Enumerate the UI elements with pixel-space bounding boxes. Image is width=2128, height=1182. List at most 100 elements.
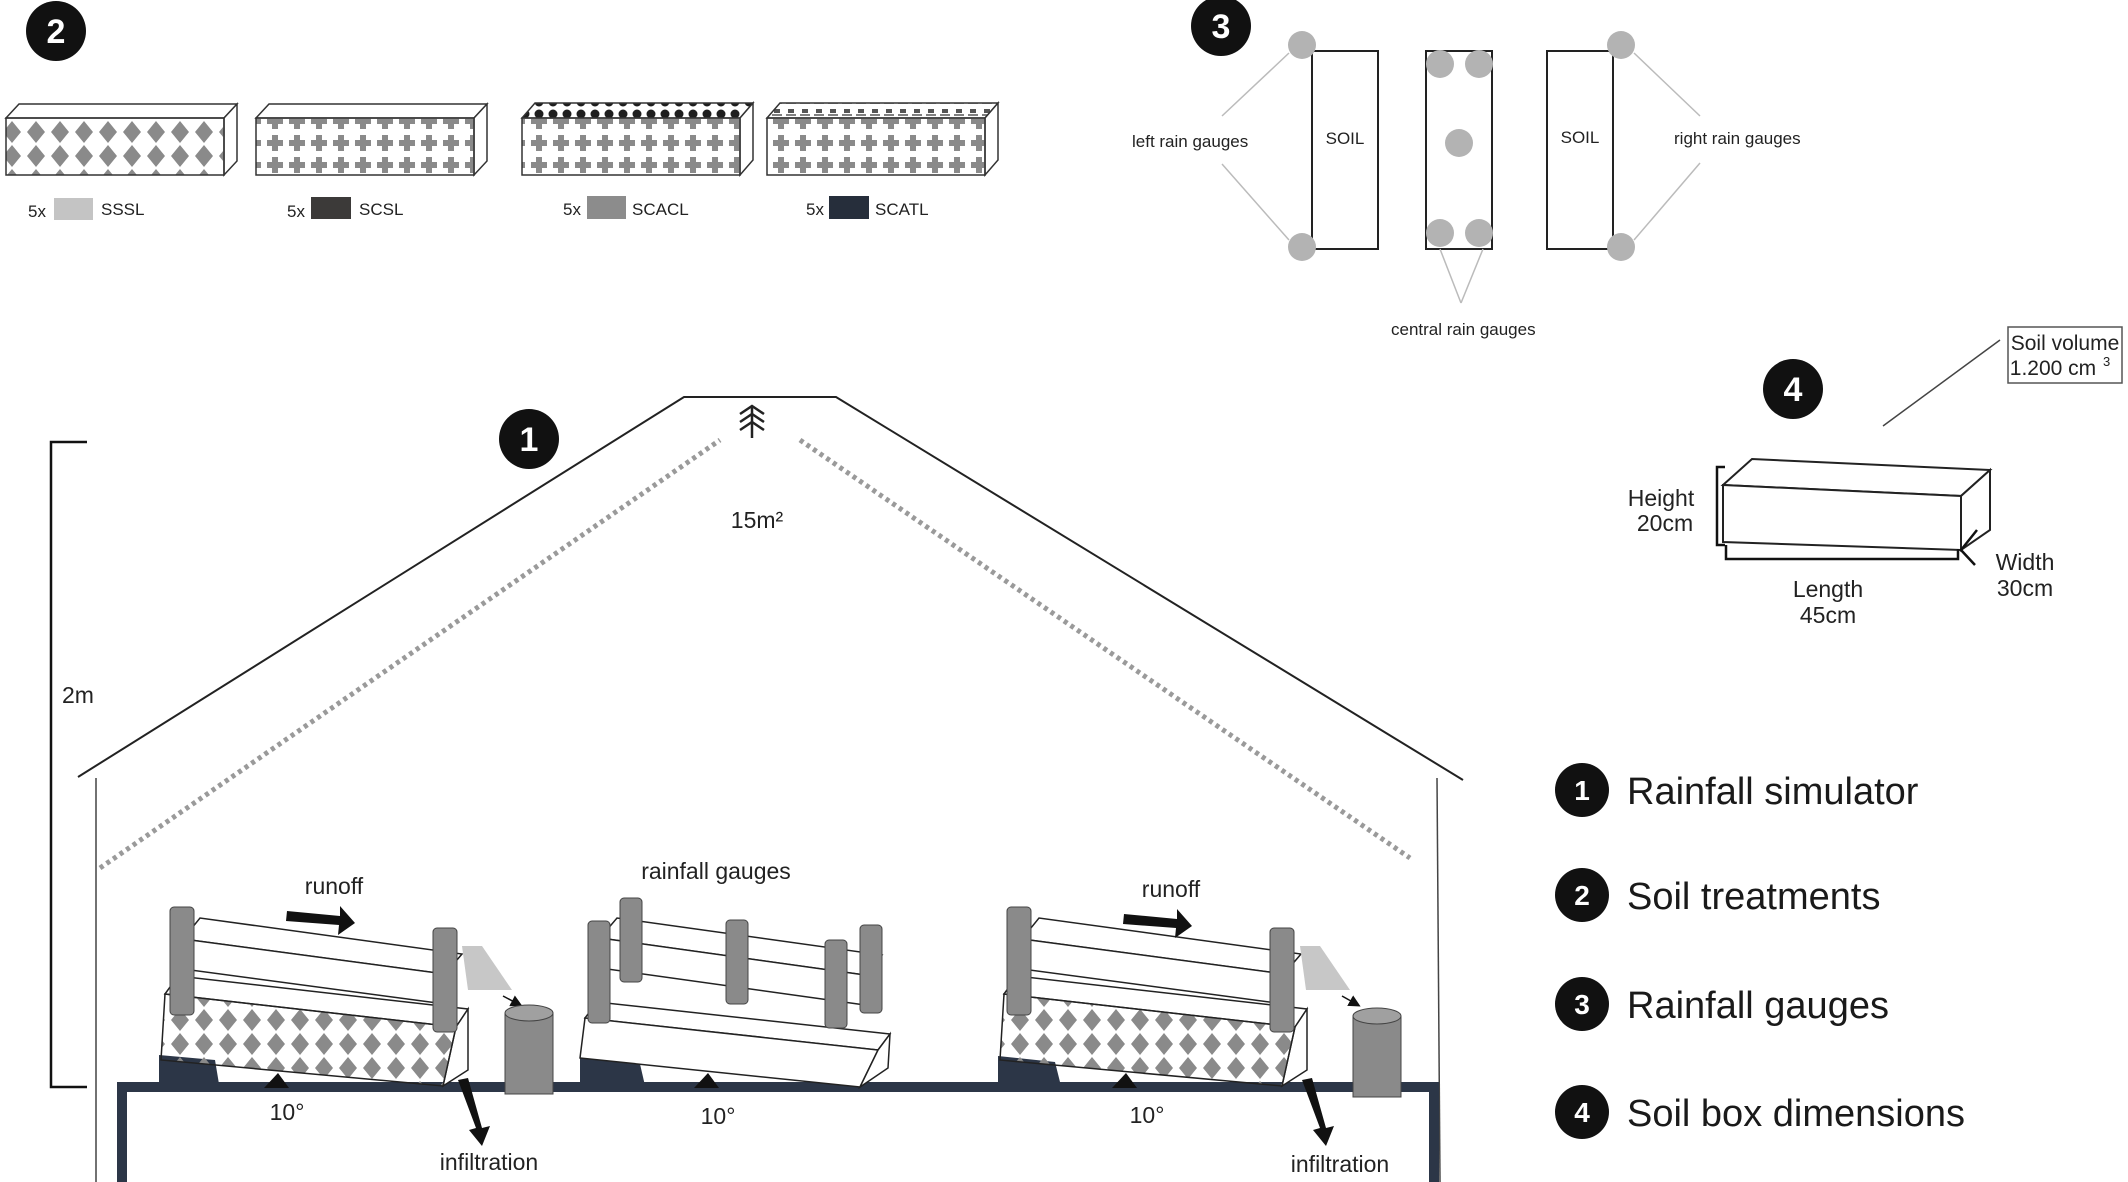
width-bracket <box>1959 529 1978 566</box>
runoff-collector <box>504 1004 554 1095</box>
gauge-left-top <box>1288 31 1316 59</box>
wedge-support-center <box>580 1058 646 1090</box>
legend-item-1: 1 Rainfall simulator <box>1555 763 1919 817</box>
treatment-swatch <box>587 196 626 219</box>
left-rain-gauges-label: left rain gauges <box>1132 132 1248 151</box>
legend-text: Soil box dimensions <box>1627 1093 1965 1135</box>
gauge-post <box>859 924 883 1014</box>
length-bracket <box>1724 545 1960 561</box>
soil-box-left <box>1311 50 1379 250</box>
soil-label-right: SOIL <box>1561 128 1600 147</box>
length-label: Length <box>1793 576 1863 602</box>
gauge-post <box>169 906 195 1016</box>
spray-line-right <box>798 437 1412 861</box>
gauge-post <box>619 897 643 983</box>
panel-1-badge: 1 <box>499 409 559 469</box>
soil-volume-value: 1.200 cm <box>2010 357 2096 380</box>
treatment-legend-scsl: 5x SCSL <box>287 197 403 221</box>
panel-3-number: 3 <box>1212 8 1231 46</box>
gauge-central-bottom-left <box>1426 219 1454 247</box>
legend: 1 Rainfall simulator 2 Soil treatments 3… <box>1555 763 1965 1139</box>
legend-item-3: 3 Rainfall gauges <box>1555 977 1889 1031</box>
gauge-central-middle <box>1445 129 1473 157</box>
area-label: 15m² <box>731 507 784 533</box>
height-value: 20cm <box>1637 510 1693 536</box>
runoff-arrow <box>286 906 355 935</box>
panel-4-badge: 4 <box>1763 359 1823 419</box>
runoff-label: runoff <box>305 873 364 899</box>
central-gauge-setup: rainfall gauges 10° <box>579 858 892 1129</box>
gauge-right-bottom <box>1607 233 1635 261</box>
infiltration-label: infiltration <box>1291 1151 1389 1177</box>
legend-text: Rainfall simulator <box>1627 771 1919 813</box>
pivot-right <box>1112 1073 1137 1088</box>
length-value: 45cm <box>1800 602 1856 628</box>
legend-text: Rainfall gauges <box>1627 985 1889 1027</box>
left-soil-setup: runoff infiltration 10° <box>159 873 554 1175</box>
gauge-post <box>1006 906 1032 1016</box>
runoff-collector <box>1352 1007 1402 1098</box>
bench <box>117 1082 1439 1182</box>
rainfall-gauges-label: rainfall gauges <box>641 858 791 884</box>
treatment-box-scacl <box>520 100 755 178</box>
panel-1-number: 1 <box>520 421 539 459</box>
gauge-central-top-left <box>1426 50 1454 78</box>
treatment-count: 5x <box>806 200 824 219</box>
central-rain-gauges-label: central rain gauges <box>1391 320 1536 339</box>
soil-label-left: SOIL <box>1326 129 1365 148</box>
soil-volume-leader <box>1882 339 2001 427</box>
treatment-legend-scatl: 5x SCATL <box>806 196 929 219</box>
panel-4-number: 4 <box>1784 371 1803 409</box>
infiltration-label: infiltration <box>440 1149 538 1175</box>
gauge-left-bottom <box>1288 233 1316 261</box>
angle-label: 10° <box>1130 1102 1165 1128</box>
treatment-count: 5x <box>563 200 581 219</box>
height-label: Height <box>1628 485 1695 511</box>
pivot-center <box>694 1073 719 1088</box>
treatment-code: SCATL <box>875 200 929 219</box>
gauge-central-top-right <box>1465 50 1493 78</box>
legend-text: Soil treatments <box>1627 876 1880 918</box>
gauge-central-bottom-right <box>1465 219 1493 247</box>
legend-number: 3 <box>1574 989 1590 1020</box>
runoff-chute <box>1300 946 1350 990</box>
treatment-code: SSSL <box>101 200 144 219</box>
runoff-arrow <box>1123 909 1192 938</box>
infiltration-arrow <box>458 1078 490 1146</box>
height-bracket <box>1715 465 1725 547</box>
angle-label: 10° <box>701 1103 736 1129</box>
legend-number: 1 <box>1574 775 1590 806</box>
pivot-left <box>264 1073 289 1088</box>
treatment-swatch <box>311 197 351 219</box>
treatment-count: 5x <box>28 202 46 221</box>
gauge-post <box>587 920 611 1024</box>
treatment-box-scsl <box>254 102 489 177</box>
soil-box-right <box>1546 50 1614 250</box>
gauge-post <box>1269 927 1295 1033</box>
roof-outline <box>77 396 1464 781</box>
treatment-count: 5x <box>287 202 305 221</box>
legend-number: 4 <box>1574 1097 1590 1128</box>
panel-2-number: 2 <box>47 13 66 51</box>
height-2m-bracket <box>49 440 87 1089</box>
width-label: Width <box>1996 549 2055 575</box>
panel-soil-box-dimensions: 4 Soil volume 1.200 cm 3 Height 20cm Len… <box>1628 326 2123 628</box>
soil-box-right-sim <box>999 993 1296 1087</box>
runoff-label: runoff <box>1142 876 1201 902</box>
spray-line-left <box>98 437 722 871</box>
infiltration-arrow <box>1302 1078 1334 1146</box>
panel-rainfall-gauges: 3 SOIL SOIL left rain gauges right rain … <box>1132 0 1801 339</box>
gauge-post <box>824 939 848 1029</box>
soil-volume-superscript: 3 <box>2103 354 2110 369</box>
soil-volume-callout <box>2007 326 2123 384</box>
legend-number: 2 <box>1574 880 1590 911</box>
gauge-post <box>432 927 458 1033</box>
treatment-swatch <box>54 198 93 220</box>
panel-rainfall-simulator: 1 15m² 2m <box>49 396 1464 1182</box>
right-soil-setup: runoff infiltration 10° <box>998 876 1402 1177</box>
width-value: 30cm <box>1997 575 2053 601</box>
legend-item-2: 2 Soil treatments <box>1555 868 1880 922</box>
legend-item-4: 4 Soil box dimensions <box>1555 1085 1965 1139</box>
soil-volume-label: Soil volume <box>2011 332 2120 355</box>
angle-label: 10° <box>270 1099 305 1125</box>
